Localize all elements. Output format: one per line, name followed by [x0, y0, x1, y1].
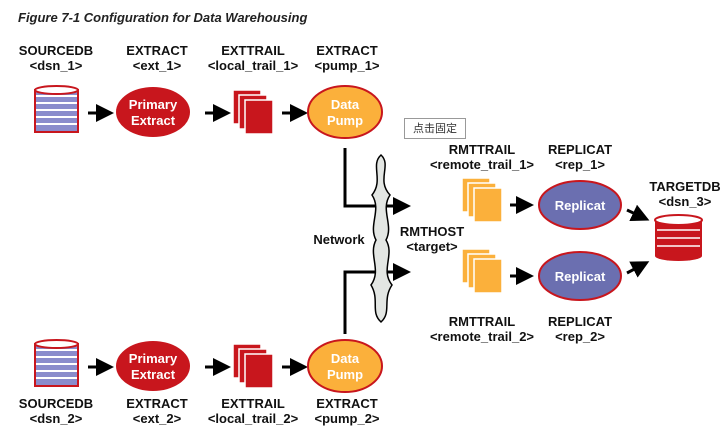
data-pump-label: Pump — [327, 113, 363, 128]
source-row-bottom: SOURCEDB<dsn_2>EXTRACT<ext_2>EXTTRAIL<lo… — [19, 339, 383, 426]
primary-extract-node — [116, 87, 190, 137]
pump-param: <pump_2> — [314, 411, 379, 426]
arrow — [626, 204, 650, 222]
data-pump-node — [307, 339, 383, 393]
primary-extract-label: Extract — [131, 367, 176, 382]
rmttrail-param: <remote_trail_2> — [430, 329, 534, 344]
network-cloud-icon — [370, 153, 393, 324]
right-bottom-row: RMTTRAIL<remote_trail_2> REPLICAT<rep_2> R… — [430, 248, 622, 344]
tooltip[interactable]: 点击固定 — [404, 118, 466, 139]
extract-param: <ext_2> — [133, 411, 182, 426]
source-database-icon — [34, 339, 79, 387]
source-database-icon — [34, 85, 79, 133]
replicat-label: REPLICAT — [548, 142, 612, 157]
data-pump-label: Data — [331, 97, 360, 112]
exttrail-param: <local_trail_1> — [208, 58, 299, 73]
network-label: Network — [313, 232, 365, 247]
exttrail-label: EXTTRAIL — [221, 43, 285, 58]
pump-label: EXTRACT — [316, 43, 377, 58]
primary-extract-label: Extract — [131, 113, 176, 128]
right-top-row: RMTTRAIL<remote_trail_1> REPLICAT<rep_1> R… — [430, 142, 622, 230]
targetdb-param: <dsn_3> — [659, 194, 712, 209]
figure-title: Figure 7-1 Configuration for Data Wareho… — [18, 10, 307, 25]
rmthost-param: <target> — [406, 239, 458, 254]
pump-label: EXTRACT — [316, 396, 377, 411]
replicat-node — [538, 251, 622, 301]
replicat-node — [538, 180, 622, 230]
replicat-param: <rep_2> — [555, 329, 605, 344]
targetdb-label: TARGETDB — [649, 179, 720, 194]
primary-extract-label: Primary — [129, 97, 178, 112]
extract-label: EXTRACT — [126, 43, 187, 58]
primary-extract-node — [116, 341, 190, 391]
sourcedb-param: <dsn_1> — [30, 58, 83, 73]
arrow — [626, 261, 650, 278]
sourcedb-param: <dsn_2> — [30, 411, 83, 426]
extract-label: EXTRACT — [126, 396, 187, 411]
replicat-param: <rep_1> — [555, 157, 605, 172]
extract-param: <ext_1> — [133, 58, 182, 73]
rmttrail-files-icon — [461, 177, 503, 223]
rmttrail-files-icon — [461, 248, 503, 294]
sourcedb-label: SOURCEDB — [19, 396, 93, 411]
data-pump-node — [307, 85, 383, 139]
replicat-node-label: Replicat — [555, 269, 606, 284]
exttrail-files-icon — [232, 89, 274, 135]
rmttrail-param: <remote_trail_1> — [430, 157, 534, 172]
exttrail-param: <local_trail_2> — [208, 411, 299, 426]
target-database-icon — [654, 214, 703, 261]
rmttrail-label: RMTTRAIL — [449, 314, 515, 329]
rmttrail-label: RMTTRAIL — [449, 142, 515, 157]
sourcedb-label: SOURCEDB — [19, 43, 93, 58]
source-row-top: SOURCEDB<dsn_1>EXTRACT<ext_1>EXTTRAIL<lo… — [19, 43, 383, 139]
pump-param: <pump_1> — [314, 58, 379, 73]
rmthost-label: RMTHOST — [400, 224, 464, 239]
exttrail-files-icon — [232, 343, 274, 389]
exttrail-label: EXTTRAIL — [221, 396, 285, 411]
replicat-node-label: Replicat — [555, 198, 606, 213]
data-pump-label: Data — [331, 351, 360, 366]
primary-extract-label: Primary — [129, 351, 178, 366]
replicat-label: REPLICAT — [548, 314, 612, 329]
data-pump-label: Pump — [327, 367, 363, 382]
